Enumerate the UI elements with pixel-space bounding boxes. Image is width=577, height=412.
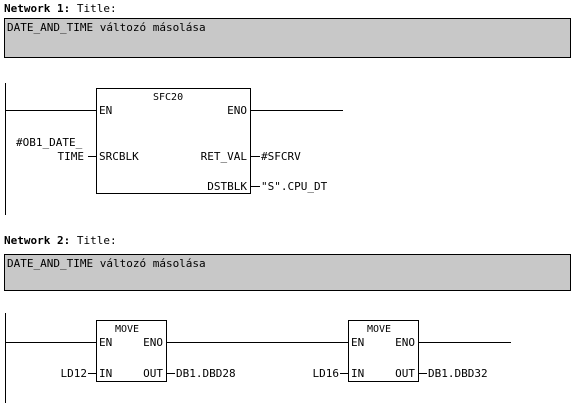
move-2-in-operand[interactable]: LD16 — [312, 367, 340, 380]
move-1-block-name: MOVE — [115, 324, 140, 335]
sfc20-retval-pin: RET_VAL — [200, 150, 247, 163]
network-1-comment-box[interactable]: DATE_AND_TIME változó másolása — [4, 18, 571, 58]
move-1-en-pin: EN — [99, 336, 113, 349]
network-1-separator: : — [63, 2, 71, 15]
network-1-srcblk-wire — [88, 156, 97, 157]
dstblk-operand[interactable]: "S".CPU_DT — [261, 180, 328, 193]
network-1-en-wire — [5, 110, 97, 111]
move-2-out-pin: OUT — [395, 367, 415, 380]
move1-to-move2-wire — [166, 342, 349, 343]
network-1-dstblk-wire — [250, 186, 260, 187]
network-2-comment-box[interactable]: DATE_AND_TIME változó másolása — [4, 254, 571, 291]
network-2-power-rail — [5, 313, 6, 403]
move-1-out-pin: OUT — [143, 367, 163, 380]
move2-in-wire — [340, 373, 349, 374]
sfc20-dstblk-pin: DSTBLK — [207, 180, 247, 193]
network-1-eno-wire — [250, 110, 343, 111]
network-2-separator: : — [63, 234, 71, 247]
move2-out-wire — [418, 373, 427, 374]
sfc20-block[interactable]: SFC20 EN ENO SRCBLK RET_VAL DSTBLK — [96, 88, 251, 194]
network-2-en-wire — [5, 342, 97, 343]
network-2-title[interactable]: Title: — [76, 234, 117, 247]
move-2-block-name: MOVE — [367, 324, 392, 335]
move-2-eno-pin: ENO — [395, 336, 415, 349]
move1-out-wire — [166, 373, 175, 374]
sfc20-srcblk-pin: SRCBLK — [99, 150, 139, 163]
network-2-header[interactable]: Network 2: Title: — [4, 234, 117, 247]
move-1-out-operand[interactable]: DB1.DBD28 — [176, 367, 236, 380]
network-1-power-rail — [5, 83, 6, 215]
move-block-1[interactable]: MOVE EN ENO IN OUT — [96, 320, 167, 382]
retval-operand[interactable]: #SFCRV — [261, 150, 301, 163]
network-2-label: Network 2 — [4, 234, 64, 247]
move-2-en-pin: EN — [351, 336, 365, 349]
network-2-comment: DATE_AND_TIME változó másolása — [7, 257, 206, 270]
move-1-eno-pin: ENO — [143, 336, 163, 349]
network-1-label: Network 1 — [4, 2, 64, 15]
move-2-in-pin: IN — [351, 367, 365, 380]
srcblk-operand-line2[interactable]: TIME — [57, 150, 85, 163]
move1-in-wire — [88, 373, 97, 374]
move-block-2[interactable]: MOVE EN ENO IN OUT — [348, 320, 419, 382]
move2-eno-wire — [418, 342, 511, 343]
sfc20-en-pin: EN — [99, 104, 113, 117]
move-1-in-operand[interactable]: LD12 — [60, 367, 88, 380]
network-1-retval-wire — [250, 156, 260, 157]
srcblk-operand-line1[interactable]: #OB1_DATE_ — [16, 136, 83, 149]
network-1-header[interactable]: Network 1: Title: — [4, 2, 117, 15]
sfc20-block-name: SFC20 — [153, 92, 184, 103]
sfc20-eno-pin: ENO — [227, 104, 247, 117]
network-1-comment: DATE_AND_TIME változó másolása — [7, 21, 206, 34]
move-2-out-operand[interactable]: DB1.DBD32 — [428, 367, 488, 380]
network-1-title[interactable]: Title: — [76, 2, 117, 15]
move-1-in-pin: IN — [99, 367, 113, 380]
